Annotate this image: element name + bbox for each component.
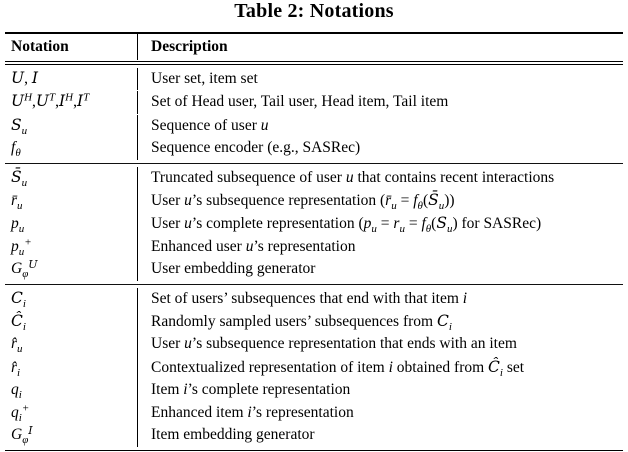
notation-cell: UH,UT,IH,IT: [11, 91, 90, 111]
table-top-rule: [5, 32, 623, 34]
description-cell: Randomly sampled users’ subsequences fro…: [137, 310, 623, 334]
description-cell: User u’s subsequence representation (r̄u…: [137, 189, 623, 213]
table-bottom-rule: [5, 449, 623, 452]
notation-cell: r̂i: [11, 358, 21, 379]
table-row: qi Item i’s complete representation: [5, 379, 623, 402]
section-divider-rule: [5, 283, 623, 285]
description-cell: Contextualized representation of item i …: [137, 355, 623, 380]
description-cell: Sequence of user u: [137, 114, 623, 138]
table-row: GφU User embedding generator: [5, 257, 623, 281]
description-cell: User u’s complete representation (pu = r…: [137, 212, 623, 236]
description-cell: Set of Head user, Tail user, Head item, …: [137, 91, 623, 114]
table-row: pu User u’s complete representation (pu =…: [5, 212, 623, 236]
table-row: r̄u User u’s subsequence representation (…: [5, 189, 623, 213]
description-cell: User u’s subsequence representation that…: [137, 333, 623, 356]
section-divider-rule: [5, 162, 623, 164]
table-section: Ci Set of users’ subsequences that end wi…: [5, 285, 623, 450]
description-cell: User set, item set: [137, 68, 623, 91]
notation-cell: S̄u: [11, 167, 28, 189]
table-row: fθ Sequence encoder (e.g., SASRec): [5, 137, 623, 160]
table-row: UH,UT,IH,IT Set of Head user, Tail user, …: [5, 90, 623, 114]
notation-cell: pu+: [11, 236, 32, 258]
column-header-notation: Notation: [11, 38, 69, 55]
table-row: r̂u User u’s subsequence representation t…: [5, 333, 623, 356]
table-row: Ĉi Randomly sampled users’ subsequences f…: [5, 310, 623, 334]
notation-cell: Ci: [11, 288, 26, 310]
table-section: S̄u Truncated subsequence of user u that …: [5, 164, 623, 284]
table-header-row: Notation Description: [5, 34, 623, 60]
table-row: Ci Set of users’ subsequences that end wi…: [5, 287, 623, 311]
description-cell: Item embedding generator: [137, 424, 623, 447]
notation-cell: U, I: [11, 69, 38, 87]
description-cell: Sequence encoder (e.g., SASRec): [137, 137, 623, 160]
notation-cell: qi+: [11, 402, 30, 424]
description-cell: Enhanced item i’s representation: [137, 401, 623, 425]
table-caption: Table 2: Notations: [234, 0, 394, 22]
description-cell: Truncated subsequence of user u that con…: [137, 166, 623, 190]
description-cell: Set of users’ subsequences that end with…: [137, 287, 623, 311]
notation-cell: GφU: [11, 257, 38, 281]
notation-cell: GφI: [11, 423, 33, 446]
description-cell: Enhanced user u’s representation: [137, 235, 623, 259]
description-cell: User embedding generator: [137, 258, 623, 281]
notation-cell: r̂u: [11, 335, 23, 356]
column-header-description: Description: [137, 34, 623, 60]
table-row: pu+ Enhanced user u’s representation: [5, 235, 623, 259]
table-row: U, I User set, item set: [5, 67, 623, 91]
notation-cell: Ĉi: [11, 312, 26, 333]
table-row: qi+ Enhanced item i’s representation: [5, 401, 623, 425]
table-row: GφI Item embedding generator: [5, 423, 623, 447]
header-double-rule: [5, 61, 623, 65]
notations-table: Notation Description U, I User set, item …: [5, 32, 623, 452]
notation-cell: fθ: [11, 139, 21, 160]
notation-cell: r̄u: [11, 192, 23, 212]
notation-cell: Su: [11, 115, 28, 137]
table-row: r̂i Contextualized representation of item…: [5, 355, 623, 380]
table-row: S̄u Truncated subsequence of user u that …: [5, 166, 623, 190]
notation-cell: qi: [11, 381, 22, 402]
description-cell: Item i’s complete representation: [137, 379, 623, 402]
notation-cell: pu: [11, 215, 25, 236]
table-row: Su Sequence of user u: [5, 114, 623, 138]
